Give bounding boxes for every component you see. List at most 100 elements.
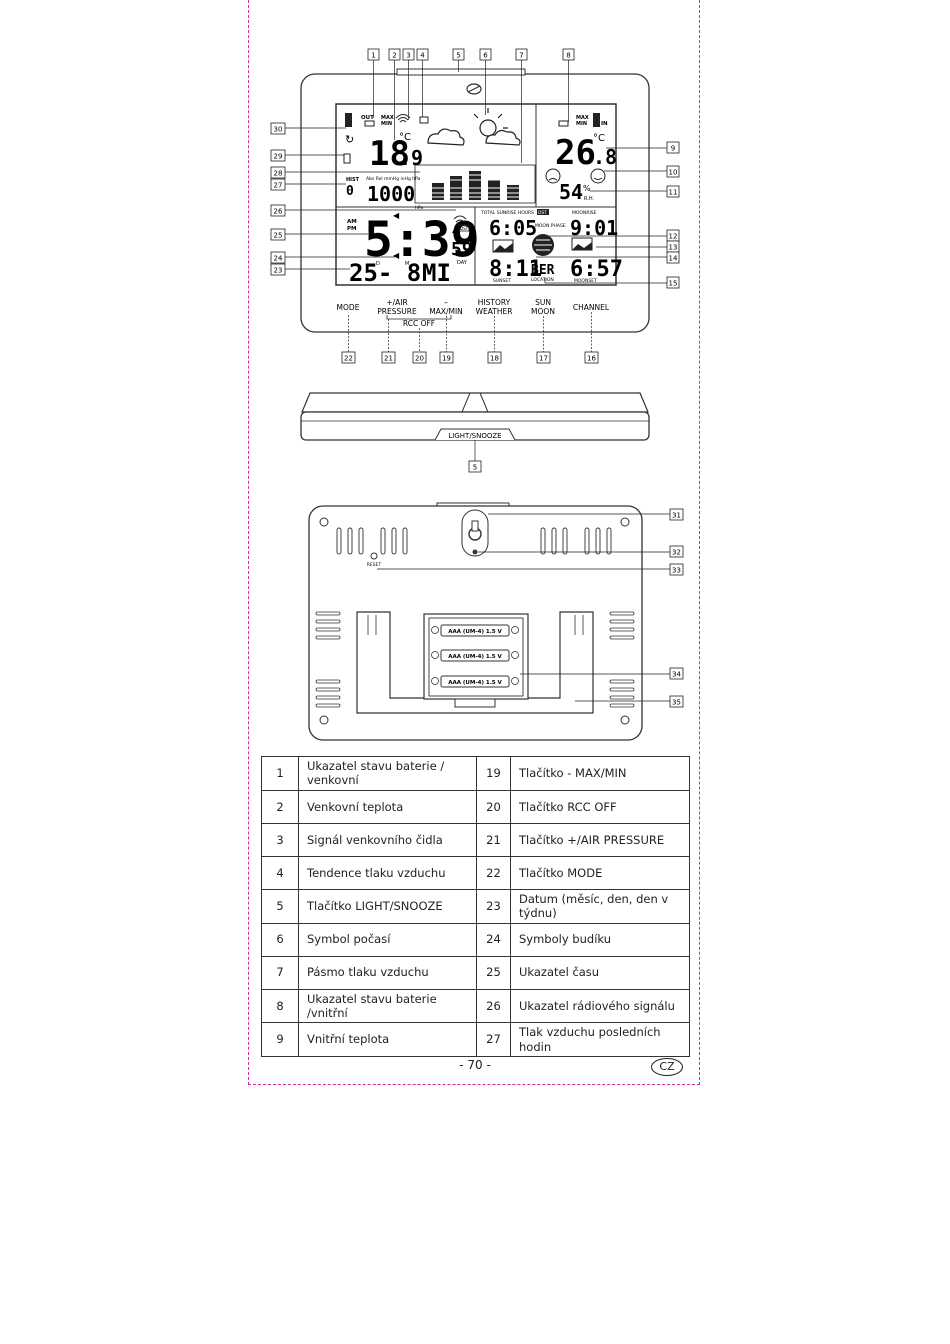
svg-text:MAX: MAX — [576, 115, 589, 121]
svg-text:2: 2 — [392, 52, 396, 60]
screw-hole — [472, 549, 478, 555]
svg-text:HIST: HIST — [346, 177, 360, 183]
channel-button[interactable]: CHANNEL — [573, 303, 610, 312]
sunrise-time: 6:05 — [489, 216, 537, 240]
svg-text:DST: DST — [538, 210, 547, 216]
svg-text:AAA (UM-4) 1.5 V: AAA (UM-4) 1.5 V — [448, 629, 502, 635]
callouts-top: 1 2 3 4 5 6 7 8 — [367, 48, 575, 61]
alarm-bell-icon-2: ◀ — [393, 251, 400, 260]
pressure-history-chart — [414, 164, 536, 204]
location-code: BER — [531, 263, 555, 278]
reset-button[interactable] — [370, 552, 378, 560]
svg-text:7: 7 — [519, 52, 523, 60]
light-snooze-tab — [396, 68, 526, 76]
callout-33: 33 — [669, 563, 684, 576]
svg-text:MOON PHASE: MOON PHASE — [535, 223, 566, 229]
callouts-back: 31 32 33 34 35 — [669, 508, 684, 708]
svg-text:9: 9 — [671, 145, 675, 153]
max-min-button[interactable]: MAX/MIN — [429, 307, 463, 316]
svg-text:22: 22 — [344, 355, 353, 363]
svg-text:.8: .8 — [593, 145, 617, 169]
air-pressure-button[interactable]: +/AIR — [386, 298, 407, 307]
callout-2: 2 — [388, 48, 401, 61]
light-snooze-button[interactable]: LIGHT/SNOOZE — [448, 432, 501, 440]
page-frame — [248, 0, 700, 1085]
svg-text:35: 35 — [672, 699, 681, 707]
callout-32: 32 — [669, 545, 684, 558]
vent-slots-left — [336, 527, 408, 555]
svg-text:D: D — [376, 261, 380, 267]
svg-text:8: 8 — [566, 52, 570, 60]
svg-text:10: 10 — [669, 169, 678, 177]
callout-12: 12 — [666, 229, 680, 242]
date-display: 25- 8 — [349, 259, 421, 287]
callout-13: 13 — [666, 240, 680, 253]
svg-text:4: 4 — [420, 52, 425, 60]
history-weather-button[interactable]: HISTORY — [478, 298, 511, 307]
svg-text:16: 16 — [587, 355, 596, 363]
svg-text:WEATHER: WEATHER — [476, 307, 513, 316]
callout-31: 31 — [669, 508, 684, 521]
svg-text:LOCATION: LOCATION — [531, 277, 554, 283]
svg-text:5: 5 — [473, 464, 477, 472]
moonrise-time: 9:01 — [570, 216, 618, 240]
callout-3: 3 — [402, 48, 415, 61]
house-icon — [345, 113, 352, 127]
mode-button[interactable]: MODE — [337, 303, 360, 312]
clock-time: 5:39 — [364, 212, 480, 268]
sun-moon-button[interactable]: SUN — [535, 298, 551, 307]
svg-text:12: 12 — [669, 233, 678, 241]
callout-16: 16 — [584, 351, 599, 364]
battery-3: AAA (UM-4) 1.5 V — [431, 675, 519, 688]
sunset-landscape-icon — [492, 239, 514, 253]
svg-text:MOON: MOON — [531, 307, 555, 316]
wall-mount-hole — [461, 509, 489, 557]
callout-25: 25 — [270, 228, 286, 241]
pressure-trend-icon — [419, 116, 429, 124]
svg-text:11: 11 — [669, 189, 678, 197]
sad-face-icon — [545, 168, 561, 184]
svg-text:29: 29 — [274, 153, 283, 161]
callout-5-side: 5 — [468, 460, 482, 473]
moon-phase-icon — [532, 234, 554, 256]
svg-text:20: 20 — [415, 355, 424, 363]
svg-text:15: 15 — [669, 280, 678, 288]
svg-text:31: 31 — [672, 512, 681, 520]
callout-1: 1 — [367, 48, 380, 61]
svg-text:MAX: MAX — [381, 115, 394, 121]
svg-text:3: 3 — [406, 52, 410, 60]
out-label: OUT — [361, 115, 374, 121]
svg-text:MIN: MIN — [381, 121, 392, 127]
weekday-display: MI — [422, 259, 451, 287]
svg-text:30: 30 — [274, 126, 283, 134]
svg-text:0: 0 — [346, 184, 354, 199]
callout-26: 26 — [270, 204, 286, 217]
callout-20: 20 — [412, 351, 427, 364]
svg-text:RESET: RESET — [367, 562, 382, 568]
svg-text:MIN: MIN — [576, 121, 587, 127]
svg-text:33: 33 — [672, 567, 681, 575]
svg-text:DST: DST — [460, 226, 469, 231]
svg-text:19: 19 — [442, 355, 451, 363]
rcc-off-button[interactable]: RCC OFF — [403, 319, 435, 328]
svg-text:–: – — [444, 298, 448, 307]
brand-logo — [466, 83, 482, 95]
svg-text:24: 24 — [274, 255, 283, 263]
callout-18: 18 — [487, 351, 502, 364]
svg-text:R.H.: R.H. — [584, 196, 595, 202]
callout-9: 9 — [666, 141, 680, 154]
svg-text:Abs Rel mmHg inHg hPa: Abs Rel mmHg inHg hPa — [366, 176, 421, 182]
callout-14: 14 — [666, 251, 680, 264]
svg-text:17: 17 — [539, 355, 548, 363]
battery-2: AAA (UM-4) 1.5 V — [431, 649, 519, 662]
alarm-bell-icon: ◀ — [393, 211, 400, 220]
svg-text:26: 26 — [274, 208, 283, 216]
indoor-temperature: 26 — [555, 133, 596, 173]
outdoor-temperature: 18 — [369, 134, 410, 174]
callouts-right: 9 10 11 12 13 14 15 — [666, 141, 680, 289]
svg-text:TOTAL SUNRISE HOURS: TOTAL SUNRISE HOURS — [480, 210, 534, 216]
